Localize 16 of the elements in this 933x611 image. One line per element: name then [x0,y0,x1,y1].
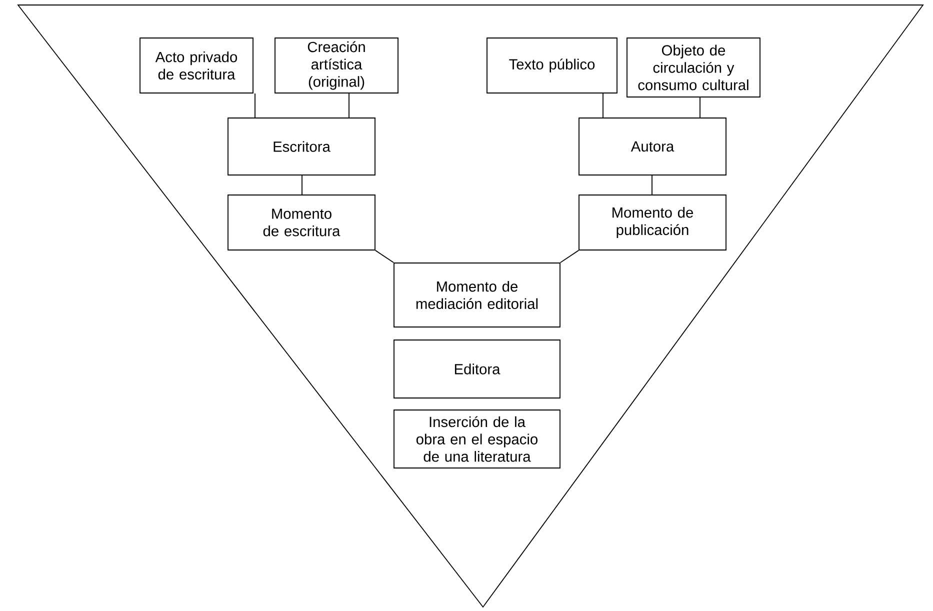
text-box: Momento de publicación [578,194,726,250]
text-box: Autora [578,118,726,176]
text-box: Creación artística (original) [274,38,398,94]
connector-line [254,93,256,118]
text-box: Momento de mediación editorial [394,262,560,328]
connector-line [602,93,604,118]
text-box: Acto privado de escritura [140,38,254,94]
connector-line [560,250,579,263]
connector-line [348,93,350,118]
text-box: Objeto de circulación y consumo cultural [626,38,760,98]
text-box: Inserción de la obra en el espacio de una literatura [394,410,560,468]
text-box: Escritora [228,118,376,176]
text-box: Editora [394,340,560,398]
connector-line [375,250,394,263]
text-box: Momento de escritura [228,194,376,250]
text-box: Texto público [486,38,618,94]
